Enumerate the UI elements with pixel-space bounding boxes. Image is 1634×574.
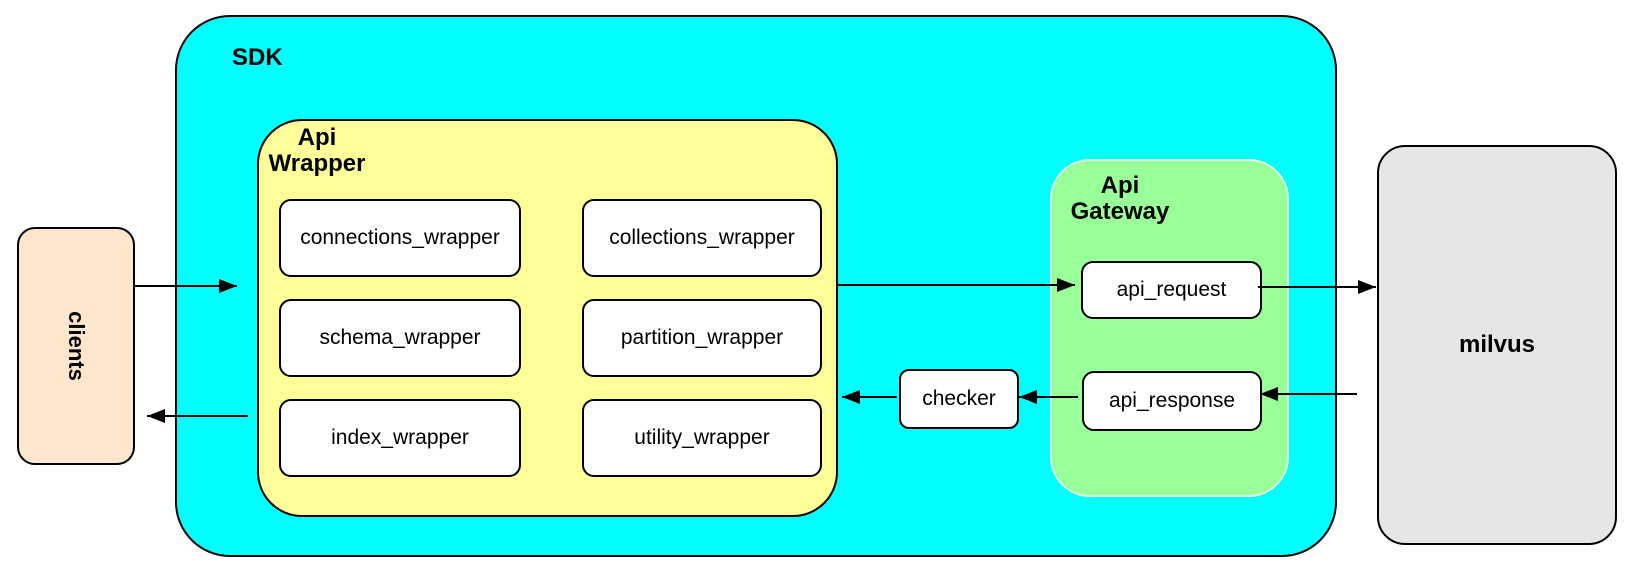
index-wrapper-box: index_wrapper: [279, 399, 521, 477]
schema-wrapper-label: schema_wrapper: [319, 326, 481, 349]
clients-box: clients: [17, 227, 135, 465]
connections-wrapper-label: connections_wrapper: [300, 226, 500, 249]
api-wrapper-label: Api Wrapper: [267, 125, 367, 177]
partition-wrapper-label: partition_wrapper: [620, 326, 784, 349]
api-gateway-label: Api Gateway: [1070, 173, 1170, 225]
api-gateway-label-line2: Gateway: [1070, 198, 1170, 225]
api-request-box: api_request: [1081, 261, 1262, 319]
sdk-label: SDK: [232, 44, 283, 71]
api-wrapper-label-line2: Wrapper: [268, 150, 366, 177]
api-gateway-label-line1: Api: [1100, 172, 1140, 199]
milvus-label: milvus: [1458, 331, 1536, 358]
milvus-box: milvus: [1377, 145, 1617, 545]
index-wrapper-label: index_wrapper: [331, 426, 469, 449]
checker-label: checker: [922, 387, 996, 410]
collections-wrapper-box: collections_wrapper: [582, 199, 822, 277]
utility-wrapper-label: utility_wrapper: [634, 426, 770, 449]
api-request-label: api_request: [1116, 278, 1227, 301]
collections-wrapper-label: collections_wrapper: [609, 226, 795, 249]
api-response-label: api_response: [1108, 389, 1236, 412]
connections-wrapper-box: connections_wrapper: [279, 199, 521, 277]
api-gateway-box: Api Gateway api_request api_response: [1050, 159, 1289, 497]
sdk-container: SDK Api Wrapper connections_wrapper coll…: [175, 15, 1337, 557]
checker-box: checker: [899, 369, 1019, 429]
api-wrapper-label-line1: Api: [297, 124, 337, 151]
api-wrapper-box: Api Wrapper connections_wrapper collecti…: [257, 119, 838, 517]
clients-label: clients: [63, 311, 89, 381]
schema-wrapper-box: schema_wrapper: [279, 299, 521, 377]
api-response-box: api_response: [1082, 371, 1262, 431]
utility-wrapper-box: utility_wrapper: [582, 399, 822, 477]
partition-wrapper-box: partition_wrapper: [582, 299, 822, 377]
